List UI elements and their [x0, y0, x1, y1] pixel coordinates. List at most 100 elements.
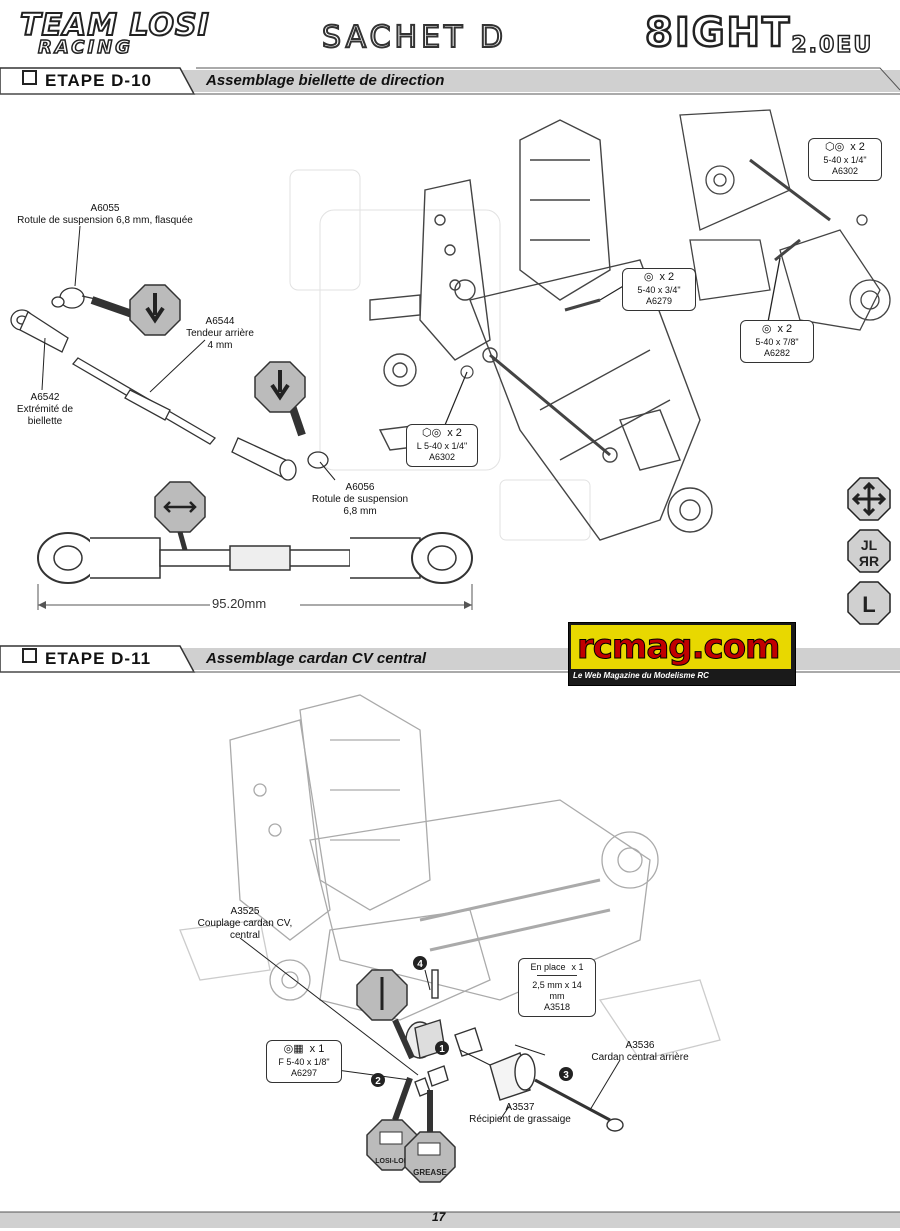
- callout-4: 4: [417, 959, 423, 970]
- svg-text:L: L: [862, 592, 875, 617]
- hardware-qty: x 1: [571, 962, 584, 972]
- hardware-code: A3518: [543, 1002, 571, 1012]
- hardware-code: A6302: [831, 166, 859, 176]
- hardware-size: 5-40 x 7/8": [755, 337, 799, 347]
- model-logo: 8IGHT2.0EU: [644, 9, 874, 59]
- callout-3: 3: [563, 1070, 569, 1081]
- hardware-box-a6302: ⬡◎ x 2 5-40 x 1/4" A6302: [808, 138, 882, 181]
- label-a6055: A6055 Rotule de suspension 6,8 mm, flasq…: [0, 203, 210, 227]
- step-bar-background: [0, 67, 900, 95]
- footer-bar: [0, 1211, 900, 1228]
- sachet-title: SACHET D: [321, 19, 508, 56]
- callout-2: 2: [375, 1076, 381, 1087]
- dimension-label: 95.20mm: [212, 596, 267, 611]
- turnbuckle-parts: [10, 287, 329, 481]
- page-number: 17: [432, 1210, 446, 1224]
- a6542-code: A6542: [30, 392, 60, 403]
- callout-1: 1: [439, 1044, 445, 1055]
- a6542-desc1: Extrémité de: [16, 404, 74, 415]
- screw-icon: ◎: [761, 323, 772, 335]
- a3525-code: A3525: [230, 906, 260, 917]
- a6542-desc2: biellette: [27, 416, 63, 427]
- a6544-desc2: 4 mm: [207, 340, 233, 351]
- model-name: 8IGHT: [644, 9, 792, 58]
- hardware-box-a3518: En place x 1 2,5 mm x 14 mm A3518: [518, 958, 596, 1017]
- move-icon: [847, 477, 891, 521]
- pin-icon: [537, 975, 577, 978]
- brand-team-text: TEAM LOSI: [19, 7, 210, 44]
- hardware-code: A6297: [290, 1068, 318, 1078]
- hardware-size: F 5-40 x 1/8": [278, 1057, 330, 1067]
- rcmag-tagline: Le Web Magazine du Modelisme RC: [573, 671, 709, 680]
- a6056-desc1: Rotule de suspension: [311, 494, 409, 505]
- setscrew-icon: ◎▦: [283, 1043, 304, 1055]
- mirror-icon: JL ЯR: [847, 529, 891, 573]
- step-d10-title: Assemblage biellette de direction: [206, 72, 445, 89]
- step-d11-title: Assemblage cardan CV central: [206, 650, 427, 667]
- a3525-desc2: central: [229, 930, 260, 941]
- label-a6056: A6056 Rotule de suspension 6,8 mm: [300, 482, 420, 518]
- step-d10-label-text: ETAPE D-10: [45, 71, 152, 90]
- brand-racing-text: RACING: [37, 36, 133, 59]
- a6055-desc: Rotule de suspension 6,8 mm, flasquée: [17, 215, 193, 226]
- label-a6544: A6544 Tendeur arrière 4 mm: [165, 316, 275, 352]
- nut-icon: ⬡◎: [825, 141, 845, 153]
- rcmag-watermark: rcmag.com Le Web Magazine du Modelisme R…: [568, 622, 796, 686]
- hardware-code: A6279: [645, 296, 673, 306]
- hardware-box-a6282: ◎ x 2 5-40 x 7/8" A6282: [740, 320, 814, 363]
- hardware-box-a6297: ◎▦ x 1 F 5-40 x 1/8" A6297: [266, 1040, 342, 1083]
- svg-text:JL: JL: [861, 537, 878, 553]
- model-suffix: 2.0EU: [791, 32, 874, 59]
- label-a3536: A3536 Cardan central arrière: [580, 1040, 700, 1064]
- hardware-box-a6302-l: ⬡◎ x 2 L 5-40 x 1/4" A6302: [406, 424, 478, 467]
- step-d11-illustration: 1 2 3 4 LOSI-LOK GREASE: [179, 694, 721, 1183]
- grease-icon: GREASE: [404, 1090, 456, 1183]
- step-d10-illustration: [10, 109, 891, 610]
- rcmag-brand: rcmag.com: [577, 627, 781, 668]
- label-a3537: A3537 Récipient de grassaige: [460, 1102, 580, 1126]
- hardware-qty: x 2: [447, 427, 462, 439]
- label-a3525: A3525 Couplage cardan CV, central: [190, 906, 300, 942]
- hardware-qty: x 1: [309, 1043, 325, 1055]
- chassis-drawing-faded: [179, 694, 721, 1061]
- a3536-code: A3536: [625, 1040, 655, 1051]
- hardware-size: 5-40 x 1/4": [823, 155, 867, 165]
- team-losi-logo: TEAM LOSI RACING: [19, 7, 210, 60]
- step-d10-bar: ETAPE D-10 Assemblage biellette de direc…: [0, 66, 900, 96]
- hardware-size: 2,5 mm x 14 mm: [532, 980, 582, 1001]
- a3537-code: A3537: [505, 1102, 535, 1113]
- hardware-qty: x 2: [850, 141, 865, 153]
- hardware-code: A6282: [763, 348, 791, 358]
- a3525-desc1: Couplage cardan CV,: [197, 918, 293, 929]
- grease-text: GREASE: [413, 1168, 447, 1177]
- hardware-code: A6302: [428, 452, 456, 462]
- hardware-qty: x 2: [777, 323, 793, 335]
- step-d11-label-text: ETAPE D-11: [45, 649, 152, 668]
- a6056-code: A6056: [345, 482, 375, 493]
- label-a6542: A6542 Extrémité de biellette: [10, 392, 80, 428]
- nut-icon: ⬡◎: [422, 427, 442, 439]
- a6055-code: A6055: [90, 203, 120, 214]
- hardware-title: En place: [530, 962, 566, 972]
- hardware-qty: x 2: [659, 271, 675, 283]
- install-arrow-icon: [356, 969, 415, 1060]
- hardware-size: L 5-40 x 1/4": [416, 441, 468, 451]
- page-footer: 17: [0, 1208, 900, 1231]
- screw-icon: ◎: [643, 271, 654, 283]
- a6544-desc1: Tendeur arrière: [186, 328, 254, 339]
- a6544-code: A6544: [205, 316, 235, 327]
- left-side-icon: L: [847, 581, 891, 625]
- step-d11-label: ETAPE D-11: [22, 648, 151, 669]
- hardware-box-a6279: ◎ x 2 5-40 x 3/4" A6279: [622, 268, 696, 311]
- svg-text:ЯR: ЯR: [859, 553, 879, 569]
- install-arrow-icons: [90, 284, 306, 437]
- a3537-desc: Récipient de grassaige: [469, 1114, 571, 1125]
- hardware-size: 5-40 x 3/4": [637, 285, 681, 295]
- assembled-turnbuckle: [37, 481, 473, 610]
- step-callouts: 1 2 3 4: [371, 956, 573, 1087]
- checkbox-icon: [22, 648, 37, 663]
- a3536-desc: Cardan central arrière: [591, 1052, 689, 1063]
- cv-parts: [405, 969, 624, 1132]
- step-d10-label: ETAPE D-10: [22, 70, 152, 91]
- chassis-drawing: [369, 119, 713, 541]
